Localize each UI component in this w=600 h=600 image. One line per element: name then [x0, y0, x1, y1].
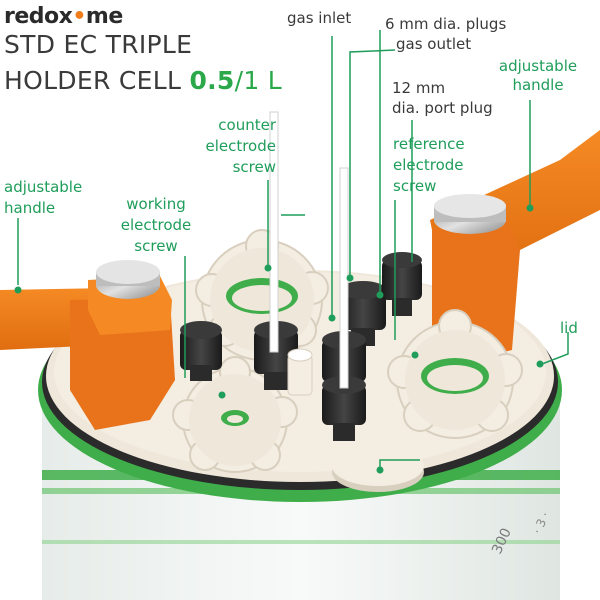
leader-dots: [14, 204, 544, 474]
working-electrode-screw: [172, 356, 298, 473]
plugs-6mm: [180, 252, 422, 441]
title-line-2: HOLDER CELL 0.5/1 L: [4, 66, 283, 95]
label-reference-3: screw: [393, 177, 437, 195]
label-gas-inlet: gas inlet: [287, 9, 352, 27]
label-handle-left-2: handle: [4, 199, 56, 217]
label-gas-outlet: gas outlet: [396, 35, 472, 53]
leader-gas-outlet: [349, 49, 396, 278]
label-handle-left-1: adjustable: [4, 178, 83, 196]
label-port-plug-1: 12 mm: [392, 79, 446, 97]
counter-electrode-screw: [195, 229, 329, 361]
label-lid: lid: [560, 319, 578, 337]
label-6mm-plugs: 6 mm dia. plugs: [385, 15, 507, 33]
label-reference-2: electrode: [393, 156, 464, 174]
left-handle: [0, 260, 175, 430]
label-working-1: working: [126, 195, 186, 213]
reference-electrode-screw: [387, 309, 523, 439]
label-counter-1: counter: [218, 116, 276, 134]
gas-outlet-plug: [287, 348, 313, 396]
label-handle-right-2: handle: [512, 76, 564, 94]
label-reference-1: reference: [393, 135, 465, 153]
label-working-2: electrode: [120, 216, 192, 234]
title-line-1: STD EC TRIPLE: [4, 30, 193, 59]
label-working-3: screw: [134, 237, 178, 255]
label-port-plug-2: dia. port plug: [392, 99, 493, 117]
leader-lines: [17, 30, 569, 470]
label-handle-right-1: adjustable: [498, 57, 578, 75]
label-counter-3: screw: [232, 158, 276, 176]
brand-logo: redox•me: [4, 4, 123, 29]
label-counter-2: electrode: [205, 137, 276, 155]
leader-lid: [541, 332, 569, 365]
